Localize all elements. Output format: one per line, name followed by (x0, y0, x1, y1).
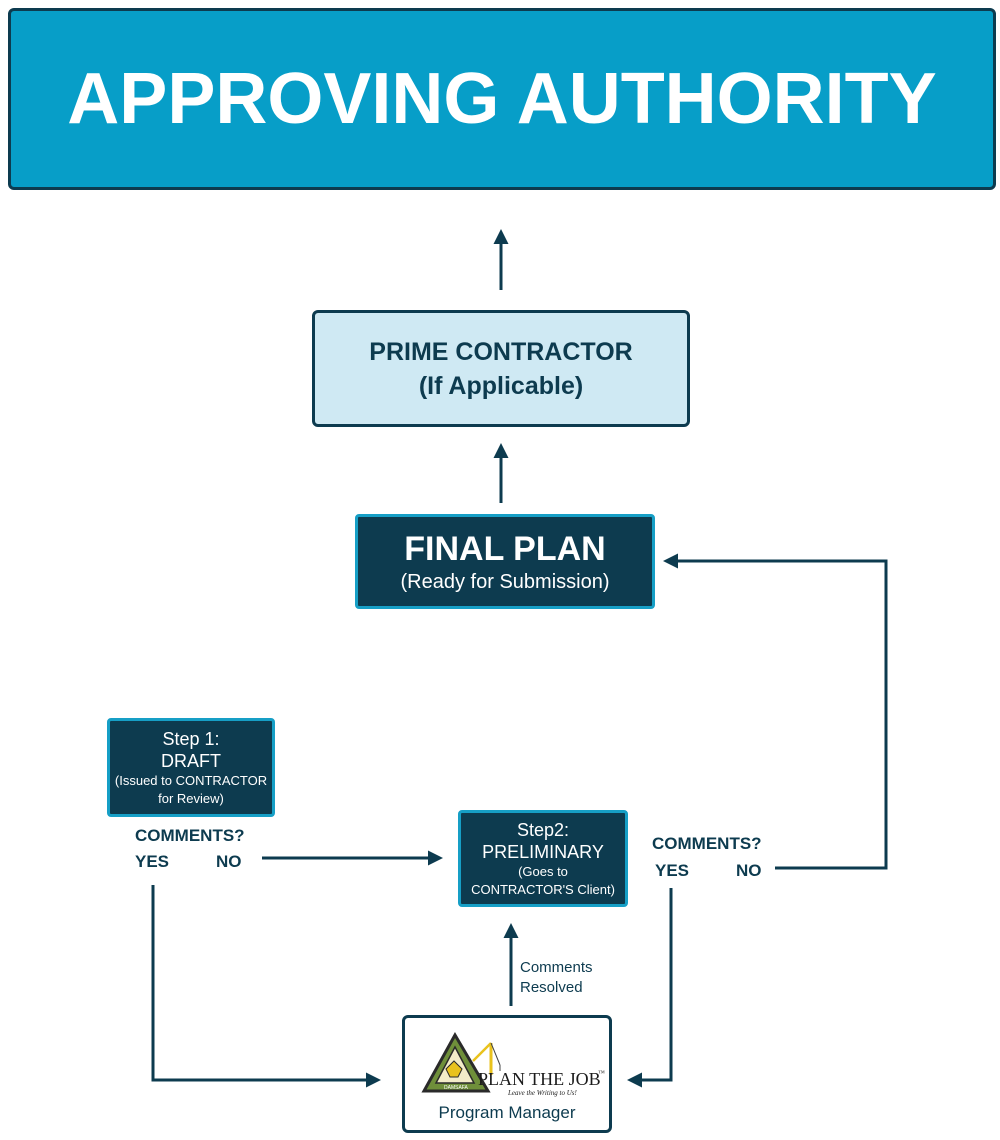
arrow-step1-yes-to-pm (151, 885, 381, 1088)
step1-draft-box: Step 1: DRAFT (Issued to CONTRACTOR for … (107, 718, 275, 817)
step1-yes-label: YES (135, 852, 170, 871)
final-plan-subtitle: (Ready for Submission) (400, 570, 610, 593)
step1-title: DRAFT (161, 750, 221, 771)
step1-label: Step 1: (162, 728, 220, 749)
prime-contractor-box: PRIME CONTRACTOR (If Applicable) (312, 310, 690, 427)
comments-resolved-label: Comments Resolved (520, 958, 593, 998)
step2-comments-question: COMMENTS? (652, 834, 762, 853)
step2-yes-label: YES (655, 861, 690, 880)
step2-note-line1: (Goes to (518, 863, 568, 879)
step2-preliminary-box: Step2: PRELIMINARY (Goes to CONTRACTOR'S… (458, 810, 628, 907)
prime-contractor-subtitle: (If Applicable) (418, 371, 584, 400)
step2-title: PRELIMINARY (482, 841, 604, 862)
arrow-step2-no-to-final (663, 553, 888, 870)
step2-no-label: NO (736, 861, 762, 880)
step1-note-line2: for Review) (158, 790, 224, 806)
final-plan-box: FINAL PLAN (Ready for Submission) (355, 514, 655, 609)
logo-tagline: Leave the Writing to Us! (507, 1089, 577, 1097)
logo-wordmark: PLAN THE JOB (478, 1069, 601, 1089)
comments-resolved-line2: Resolved (520, 979, 583, 996)
approving-authority-title: APPROVING AUTHORITY (67, 59, 937, 139)
approving-authority-box: APPROVING AUTHORITY (8, 8, 996, 190)
logo-trademark: ™ (598, 1069, 605, 1077)
step1-note-line1: (Issued to CONTRACTOR (114, 772, 268, 788)
step2-note-line2: CONTRACTOR'S Client) (471, 881, 615, 897)
comments-resolved-line1: Comments (520, 959, 593, 976)
step1-no-label: NO (216, 852, 242, 871)
program-manager-label: Program Manager (438, 1103, 576, 1122)
arrow-step2-yes-to-pm (627, 888, 673, 1088)
final-plan-title: FINAL PLAN (404, 529, 606, 568)
step1-comments-question: COMMENTS? (135, 826, 245, 845)
prime-contractor-title: PRIME CONTRACTOR (369, 337, 633, 366)
step2-label: Step2: (516, 819, 570, 840)
program-manager-box: Program Manager (402, 1015, 612, 1133)
logo-badge-text: DAMSAFA (444, 1085, 469, 1091)
plan-the-job-logo: DAMSAFA PLAN THE JOB ™ Leave the Writing… (421, 1031, 605, 1097)
